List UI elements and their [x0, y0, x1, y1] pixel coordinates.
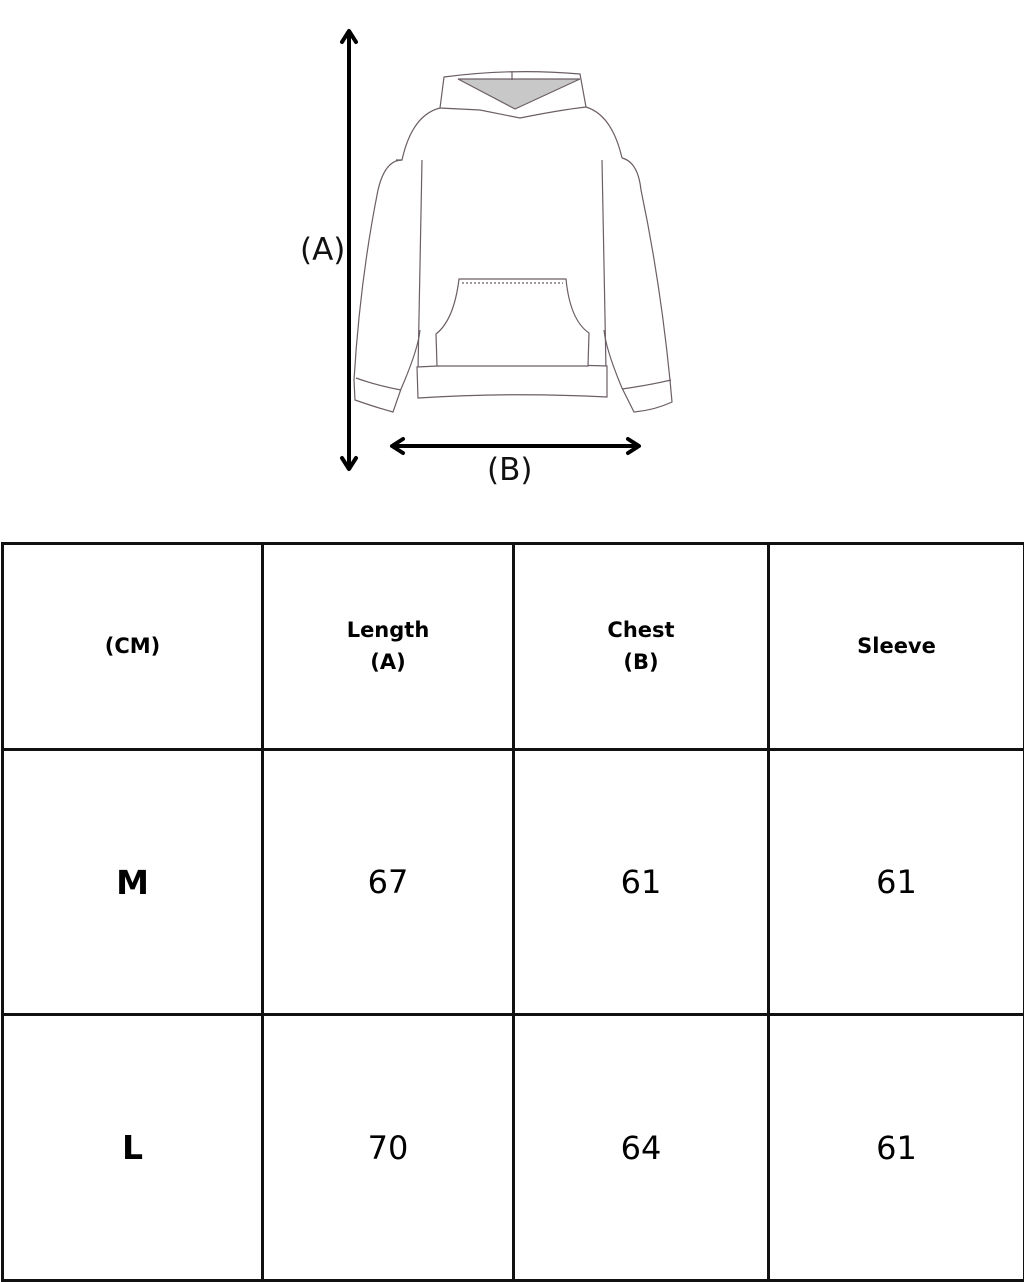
hoodie-outline-icon [354, 71, 672, 412]
column-title: Length [264, 615, 512, 647]
size-chart-table: (CM) Length (A) Chest (B) Sleeve M 67 61… [1, 542, 1024, 1282]
size-label-cell: M [3, 750, 263, 1015]
sleeve-value-cell: 61 [769, 1015, 1024, 1281]
length-dimension-label: (A) [300, 235, 345, 266]
column-header-chest: Chest (B) [514, 544, 769, 750]
column-header-length: Length (A) [263, 544, 514, 750]
size-label-cell: L [3, 1015, 263, 1281]
column-header-sleeve: Sleeve [769, 544, 1024, 750]
chest-value-cell: 64 [514, 1015, 769, 1281]
unit-header: (CM) [3, 544, 263, 750]
chest-arrow-icon [392, 439, 639, 453]
chest-value-cell: 61 [514, 750, 769, 1015]
column-subtitle: (A) [264, 647, 512, 679]
unit-header-label: (CM) [4, 631, 261, 663]
length-value-cell: 67 [263, 750, 514, 1015]
table-row: L 70 64 61 [3, 1015, 1024, 1281]
length-value-cell: 70 [263, 1015, 514, 1281]
table-header-row: (CM) Length (A) Chest (B) Sleeve [3, 544, 1024, 750]
sleeve-value-cell: 61 [769, 750, 1024, 1015]
size-diagram: (A) (B) [0, 0, 1024, 540]
table-row: M 67 61 61 [3, 750, 1024, 1015]
column-subtitle: (B) [515, 647, 767, 679]
column-title: Chest [515, 615, 767, 647]
chest-dimension-label: (B) [487, 455, 532, 486]
column-title: Sleeve [770, 631, 1023, 663]
